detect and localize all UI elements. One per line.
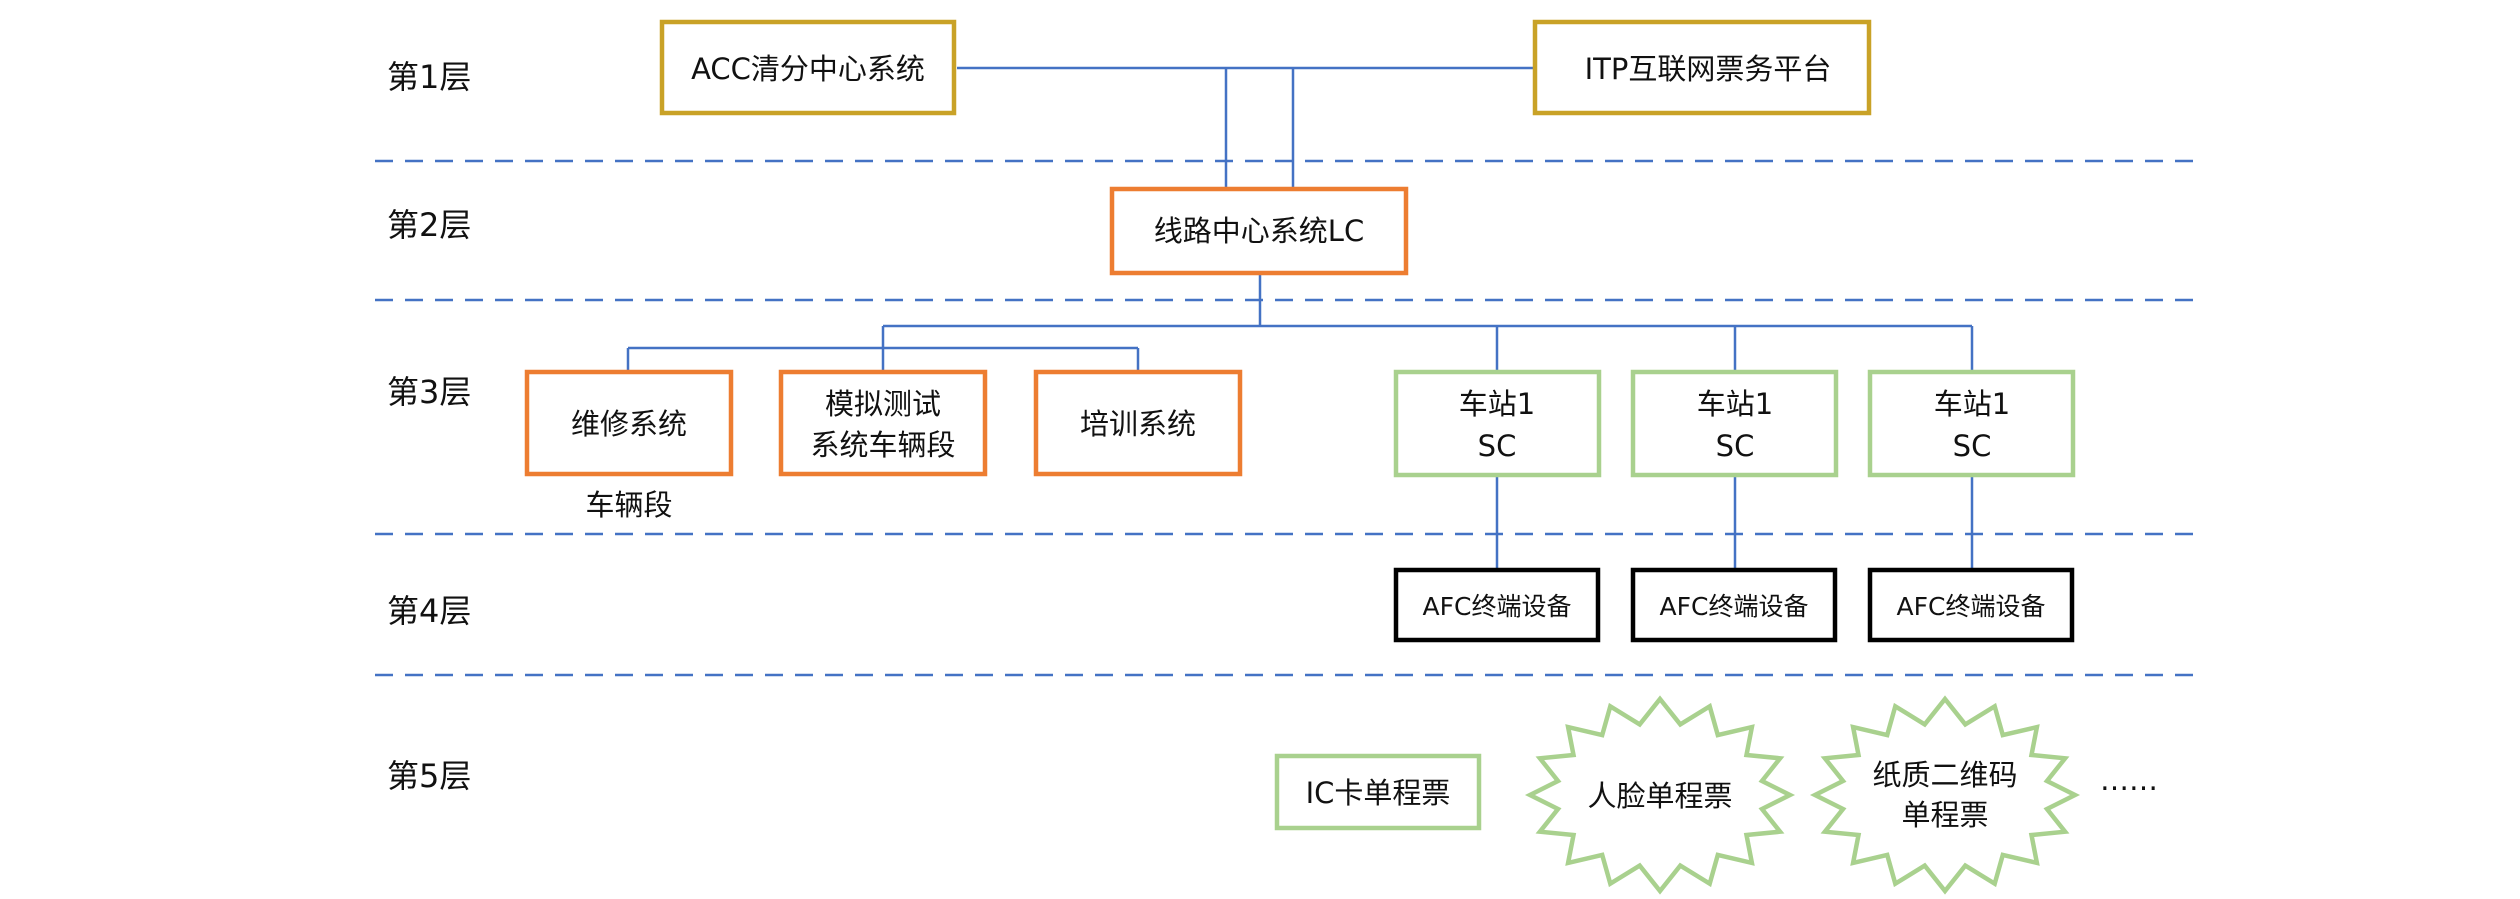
node-afc-a-label: AFC终端设备 — [1423, 592, 1572, 621]
node-lc-label: 线路中心系统LC — [1154, 214, 1364, 248]
node-station-c-line-2: SC — [1953, 429, 1992, 463]
node-face-ticket-burst — [1524, 695, 1796, 895]
node-station-a: 车站1 SC — [1393, 369, 1602, 478]
layer-label-2: 第2层 — [387, 206, 471, 244]
node-afc-a: AFC终端设备 — [1393, 567, 1601, 643]
node-qr-ticket-line-1: 纸质二维码 — [1872, 758, 2017, 792]
node-itp-label: ITP互联网票务平台 — [1585, 52, 1832, 86]
node-afc-c: AFC终端设备 — [1867, 567, 2075, 643]
node-afc-c-label: AFC终端设备 — [1897, 592, 2046, 621]
node-maintenance-label: 维修系统 — [571, 407, 687, 441]
node-face-ticket-label: 人脸单程票 — [1587, 779, 1732, 813]
node-ic-ticket-label: IC卡单程票 — [1306, 776, 1451, 810]
node-station-a-line-1: 车站1 — [1459, 387, 1535, 421]
node-simulation: 模拟测试 系统车辆段 — [778, 369, 988, 477]
more-ellipsis: …… — [2100, 763, 2158, 797]
layer-label-1: 第1层 — [387, 58, 471, 96]
node-station-a-line-2: SC — [1478, 429, 1517, 463]
node-qr-ticket-line-2: 单程票 — [1901, 798, 1988, 832]
node-maintenance: 维修系统 — [524, 369, 734, 477]
layer-label-3: 第3层 — [387, 373, 471, 411]
layer-label-4: 第4层 — [387, 592, 471, 630]
node-station-b-line-1: 车站1 — [1697, 387, 1773, 421]
node-itp: ITP互联网票务平台 — [1532, 19, 1872, 116]
node-simulation-line-1: 模拟测试 — [825, 387, 941, 421]
node-qr-ticket: 纸质二维码 单程票 — [1809, 695, 2081, 895]
layer-separators — [375, 159, 2195, 677]
node-training: 培训系统 — [1033, 369, 1243, 477]
node-station-c: 车站1 SC — [1867, 369, 2076, 478]
connectors — [626, 66, 1974, 570]
node-station-b-line-2: SC — [1716, 429, 1755, 463]
node-training-label: 培训系统 — [1080, 407, 1196, 441]
layer-labels: 第1层 第2层 第3层 第4层 第5层 — [387, 58, 471, 795]
node-afc-b: AFC终端设备 — [1630, 567, 1838, 643]
depot-caption: 车辆段 — [585, 488, 672, 522]
node-ic-ticket: IC卡单程票 — [1274, 753, 1482, 831]
node-acc-label: ACC清分中心系统 — [691, 52, 925, 86]
node-station-c-line-1: 车站1 — [1934, 387, 2010, 421]
node-afc-b-label: AFC终端设备 — [1660, 592, 1809, 621]
node-face-ticket: 人脸单程票 — [1524, 695, 1796, 895]
node-simulation-line-2: 系统车辆段 — [810, 428, 955, 462]
node-acc: ACC清分中心系统 — [659, 19, 957, 116]
layer-label-5: 第5层 — [387, 757, 471, 795]
node-lc: 线路中心系统LC — [1109, 186, 1409, 276]
node-station-b: 车站1 SC — [1630, 369, 1839, 478]
node-qr-ticket-burst — [1809, 695, 2081, 895]
